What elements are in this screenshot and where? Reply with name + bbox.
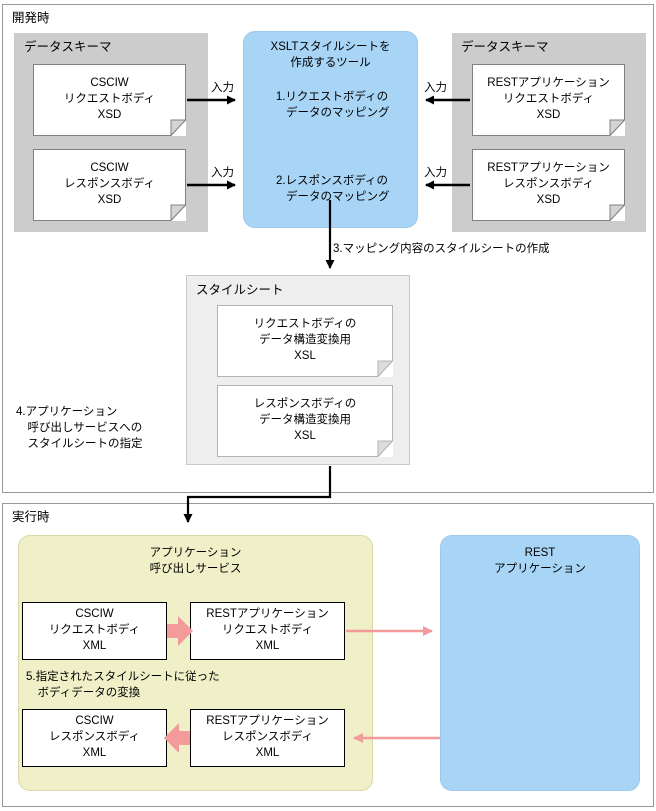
development-phase-label: 開発時 (12, 11, 50, 25)
folded-corner-icon (217, 305, 393, 377)
xslt-tool-title: XSLTスタイルシートを 作成するツール (270, 41, 391, 70)
xslt-tool-box (243, 31, 418, 228)
tool-step-1: 1.リクエストボディの データのマッピング (275, 91, 390, 120)
doc-label: レスポンスボディの データ構造変換用 XSL (253, 398, 357, 442)
doc-request-xsl: リクエストボディの データ構造変換用 XSL (217, 305, 393, 377)
runtime-phase-label: 実行時 (12, 510, 50, 524)
box-label: CSCIW リクエストボディ XML (48, 608, 141, 652)
doc-csciw-request-xsd: CSCIW リクエストボディ XSD (33, 64, 186, 136)
box-rest-request-xml: RESTアプリケーション リクエストボディ XML (190, 602, 345, 660)
doc-label: RESTアプリケーション リクエストボディ XSD (487, 77, 610, 121)
box-label: RESTアプリケーション レスポンスボディ XML (206, 715, 329, 759)
input-label-2: 入力 (211, 167, 234, 179)
doc-label: RESTアプリケーション レスポンスボディ XSD (487, 162, 610, 206)
input-label-4: 入力 (424, 167, 447, 179)
folded-corner-icon (217, 385, 393, 457)
box-csciw-response-xml: CSCIW レスポンスボディ XML (22, 709, 167, 767)
doc-csciw-response-xsd: CSCIW レスポンスボディ XSD (33, 149, 186, 221)
left-data-schema-title: データスキーマ (24, 40, 112, 54)
folded-corner-icon (33, 64, 186, 136)
folded-corner-icon (472, 149, 625, 221)
tool-step-2: 2.レスポンスボディの データのマッピング (275, 175, 390, 204)
doc-label: CSCIW レスポンスボディ XSD (64, 162, 155, 206)
step-3-note: 3.マッピング内容のスタイルシートの作成 (333, 243, 550, 255)
doc-label: CSCIW リクエストボディ XSD (63, 77, 156, 121)
input-label-3: 入力 (424, 82, 447, 94)
rest-application-box (440, 535, 640, 791)
step-4-note: 4.アプリケーション 呼び出しサービスへの スタイルシートの指定 (16, 406, 143, 451)
right-data-schema-title: データスキーマ (461, 40, 549, 54)
box-rest-response-xml: RESTアプリケーション レスポンスボディ XML (190, 709, 345, 767)
folded-corner-icon (472, 64, 625, 136)
doc-rest-request-xsd: RESTアプリケーション リクエストボディ XSD (472, 64, 625, 136)
input-label-1: 入力 (211, 82, 234, 94)
box-label: CSCIW レスポンスボディ XML (49, 715, 140, 759)
box-label: RESTアプリケーション リクエストボディ XML (206, 608, 329, 652)
rest-application-title: REST アプリケーション (494, 547, 586, 576)
doc-rest-response-xsd: RESTアプリケーション レスポンスボディ XSD (472, 149, 625, 221)
box-csciw-request-xml: CSCIW リクエストボディ XML (22, 602, 167, 660)
folded-corner-icon (33, 149, 186, 221)
doc-response-xsl: レスポンスボディの データ構造変換用 XSL (217, 385, 393, 457)
doc-label: リクエストボディの データ構造変換用 XSL (253, 318, 357, 362)
stylesheet-group-title: スタイルシート (196, 283, 284, 297)
application-invoke-service-title: アプリケーション 呼び出しサービス (149, 547, 242, 576)
step-5-note: 5.指定されたスタイルシートに従った ボディデータの変換 (26, 671, 220, 700)
